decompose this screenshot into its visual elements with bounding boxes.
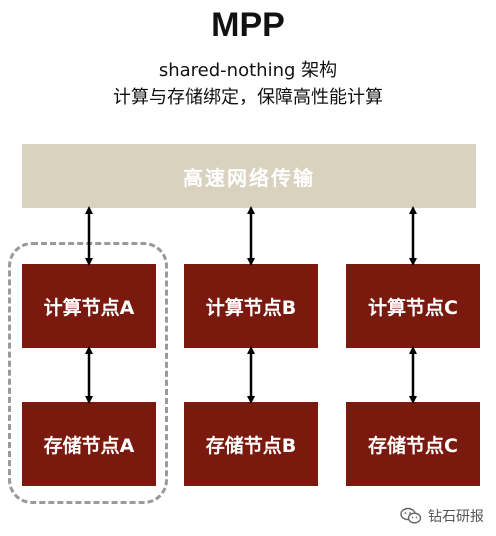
storage-node-c: 存储节点C	[346, 402, 480, 486]
network-bar: 高速网络传输	[22, 144, 476, 208]
watermark-label: 钻石研报	[428, 509, 484, 525]
watermark: 钻石研报	[400, 506, 484, 526]
diagram-title: MPP	[211, 6, 285, 44]
compute-node-c: 计算节点C	[346, 264, 480, 348]
diagram-subtitle-line2: 计算与存储绑定，保障高性能计算	[113, 87, 383, 108]
storage-node-b: 存储节点B	[184, 402, 318, 486]
compute-node-b-label: 计算节点B	[205, 296, 297, 319]
storage-node-a-label: 存储节点A	[43, 434, 135, 457]
compute-node-a-label: 计算节点A	[43, 296, 135, 319]
wechat-icon	[400, 507, 422, 524]
storage-node-a: 存储节点A	[22, 402, 156, 486]
compute-node-b: 计算节点B	[184, 264, 318, 348]
diagram-subtitle-line1: shared-nothing 架构	[158, 60, 338, 81]
network-bar-label: 高速网络传输	[183, 165, 315, 190]
storage-node-b-label: 存储节点B	[205, 434, 297, 457]
compute-node-c-label: 计算节点C	[368, 296, 458, 319]
compute-node-a: 计算节点A	[22, 264, 156, 348]
storage-node-c-label: 存储节点C	[368, 434, 458, 457]
